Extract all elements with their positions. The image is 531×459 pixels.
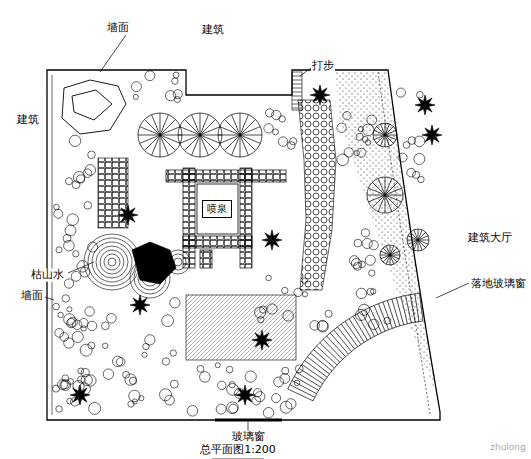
plan-label: zhulong (489, 442, 527, 452)
plan-label: 枯山水 (30, 269, 65, 282)
plan-label: 墙面 (106, 22, 130, 35)
glass-window (215, 420, 282, 421)
plan-label: 玻璃窗 (231, 431, 266, 444)
plan-label: 打步 (311, 60, 335, 73)
shrubs (52, 71, 442, 418)
fountain-box: 喷泉 (202, 200, 232, 218)
cobble-path (298, 100, 336, 290)
dry-landscape (84, 234, 190, 298)
plan-label: 建筑 (201, 24, 225, 37)
node-text: 喷泉 (203, 203, 231, 215)
fountain-basin (197, 184, 238, 234)
paving (166, 168, 286, 268)
boundary (47, 70, 440, 420)
plan-label: 建筑大厅 (467, 232, 513, 245)
rockery (62, 80, 126, 134)
caption: 总平面图1:200 (199, 444, 277, 457)
leader-lines (45, 35, 469, 459)
plan-label: 落地玻璃窗 (470, 277, 527, 289)
plan-label: 建筑 (16, 114, 40, 127)
plan-label: 墙面 (20, 290, 44, 303)
boardwalk (288, 293, 423, 401)
lawn-patch (186, 295, 296, 360)
trees (138, 113, 429, 265)
